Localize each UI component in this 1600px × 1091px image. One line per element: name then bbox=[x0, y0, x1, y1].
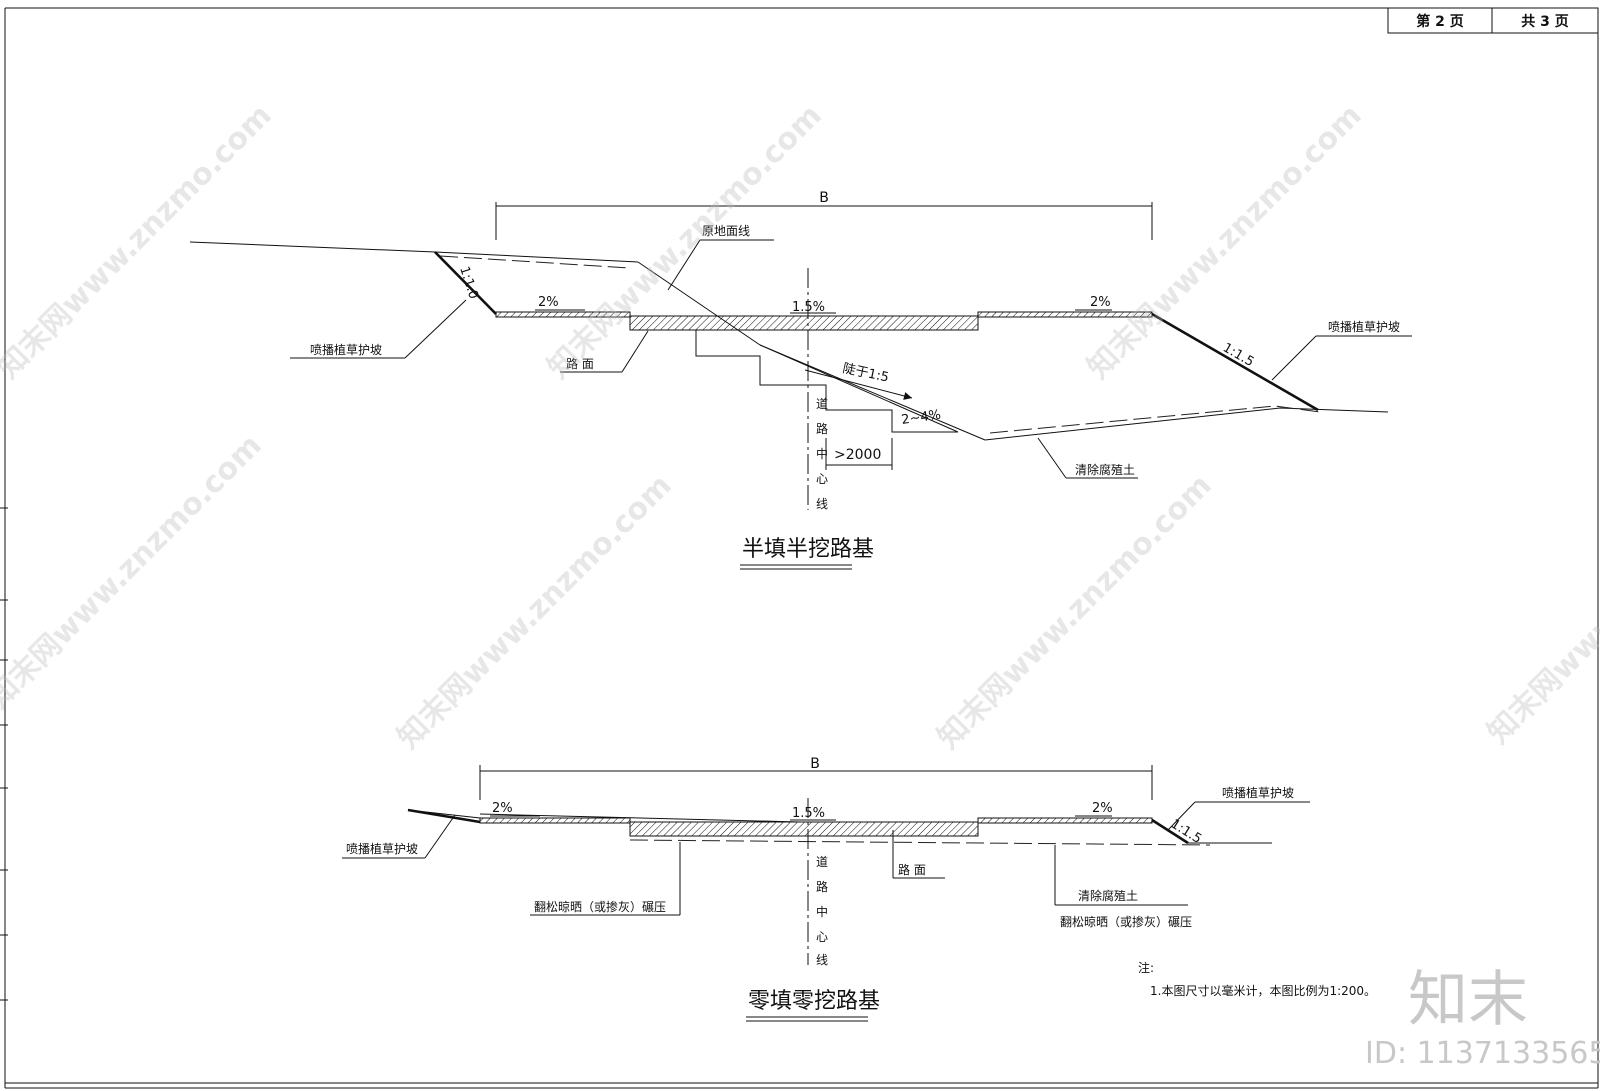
page-number: 第 2 页 bbox=[1416, 13, 1464, 30]
grade-right-2: 2% bbox=[1092, 801, 1113, 816]
svg-text:路: 路 bbox=[816, 879, 828, 894]
notes-heading: 注: bbox=[1138, 960, 1154, 975]
svg-text:知末网www.znzmo.com: 知末网www.znzmo.com bbox=[541, 98, 829, 386]
step-width-dimension: >2000 bbox=[825, 438, 893, 470]
right-protection-label-1: 喷播植草护坡 bbox=[1328, 319, 1400, 334]
svg-text:心: 心 bbox=[816, 472, 828, 486]
drawing-frame bbox=[0, 7, 1599, 1089]
original-ground-left bbox=[189, 241, 639, 263]
dim-b-label-2: B bbox=[810, 756, 820, 772]
svg-text:知末网www.znzmo.com: 知末网www.znzmo.com bbox=[0, 428, 269, 716]
svg-text:心: 心 bbox=[816, 930, 828, 944]
clear-soil-label-2: 清除腐殖土 bbox=[1078, 888, 1138, 903]
ground-line-label: 原地面线 bbox=[702, 224, 750, 238]
svg-text:路: 路 bbox=[816, 421, 828, 436]
cut-slope-left bbox=[434, 251, 497, 315]
shoulder-left-2 bbox=[479, 817, 631, 824]
svg-text:知末网www.znzmo.com: 知末网www.znzmo.com bbox=[1481, 463, 1600, 751]
pavement-label-2: 路 面 bbox=[898, 862, 926, 877]
clear-soil-label-1: 清除腐殖土 bbox=[1075, 462, 1135, 477]
watermark-text: 知末网www.znzmo.com bbox=[0, 98, 279, 386]
pavement-1 bbox=[629, 315, 979, 331]
watermark-id: ID: 1137133565 bbox=[1365, 1036, 1600, 1071]
shoulder-left bbox=[495, 311, 631, 318]
svg-text:知末网www.znzmo.com: 知末网www.znzmo.com bbox=[391, 468, 679, 756]
loosen-line bbox=[629, 839, 1211, 846]
svg-text:中: 中 bbox=[816, 446, 828, 461]
grade-left-1: 2% bbox=[538, 295, 559, 310]
grade-right-1: 2% bbox=[1090, 295, 1111, 310]
steep-arrow bbox=[804, 369, 913, 400]
step-width-label: >2000 bbox=[834, 447, 881, 463]
loosen-left-label: 翻松晾晒（或掺灰）碾压 bbox=[534, 899, 666, 914]
grade-left-2: 2% bbox=[492, 801, 513, 816]
page-number-block: 第 2 页 共 3 页 bbox=[1387, 7, 1599, 34]
shoulder-right-2 bbox=[977, 817, 1153, 824]
svg-text:线: 线 bbox=[816, 953, 828, 967]
svg-text:知末网www.znzmo.com: 知末网www.znzmo.com bbox=[931, 468, 1219, 756]
dimension-b-1: B bbox=[495, 190, 1153, 240]
section2-title: 零填零挖路基 bbox=[748, 989, 880, 1014]
page-total: 共 3 页 bbox=[1521, 13, 1569, 30]
watermark-logo: 知末 bbox=[1408, 965, 1528, 1035]
fill-slope-right bbox=[1151, 312, 1319, 412]
svg-text:道: 道 bbox=[816, 397, 828, 411]
fill-slope-right-2 bbox=[1151, 818, 1189, 845]
grade-center-1: 1.5% bbox=[792, 300, 825, 315]
slope-right-label: 1:1.5 bbox=[1220, 340, 1256, 370]
section1-title: 半填半挖路基 bbox=[742, 537, 874, 562]
loosen-right-label: 翻松晾晒（或掺灰）碾压 bbox=[1060, 914, 1192, 929]
left-protection-label-1: 喷播植草护坡 bbox=[310, 342, 382, 357]
left-protection-label-2: 喷播植草护坡 bbox=[346, 841, 418, 856]
centerline-label-1: 道 路 中 心 线 bbox=[816, 397, 828, 511]
notes: 注: 1.本图尺寸以毫米计，本图比例为1:200。 bbox=[1138, 960, 1376, 998]
section-half-fill-half-cut: B 1:1.0 2% 1.5% 2% 1:1.5 原地面线 bbox=[189, 190, 1412, 570]
svg-text:知末网www.znzmo.com: 知末网www.znzmo.com bbox=[1081, 98, 1369, 386]
pavement-label-1: 路 面 bbox=[566, 356, 594, 371]
benching-steps bbox=[695, 330, 959, 433]
step-slope-label: 2~4% bbox=[900, 408, 941, 428]
section-zero-fill-zero-cut: B 1:1.5 2% 1.5% 2% 喷播植草护坡 喷播植草护坡 路 bbox=[342, 756, 1310, 1022]
grade-center-2: 1.5% bbox=[792, 806, 825, 821]
slope-left-label: 1:1.0 bbox=[456, 265, 481, 301]
centerline-label-2: 道 路 中 心 线 bbox=[816, 855, 828, 967]
dimension-b-2: B bbox=[479, 756, 1153, 800]
svg-text:道: 道 bbox=[816, 855, 828, 869]
svg-text:线: 线 bbox=[816, 497, 828, 511]
svg-text:中: 中 bbox=[816, 904, 828, 919]
notes-line-1: 1.本图尺寸以毫米计，本图比例为1:200。 bbox=[1150, 983, 1376, 998]
right-protection-label-2: 喷播植草护坡 bbox=[1222, 785, 1294, 800]
dim-b-label: B bbox=[819, 190, 829, 206]
pavement-2 bbox=[629, 821, 979, 837]
original-ground-slope bbox=[637, 261, 761, 346]
